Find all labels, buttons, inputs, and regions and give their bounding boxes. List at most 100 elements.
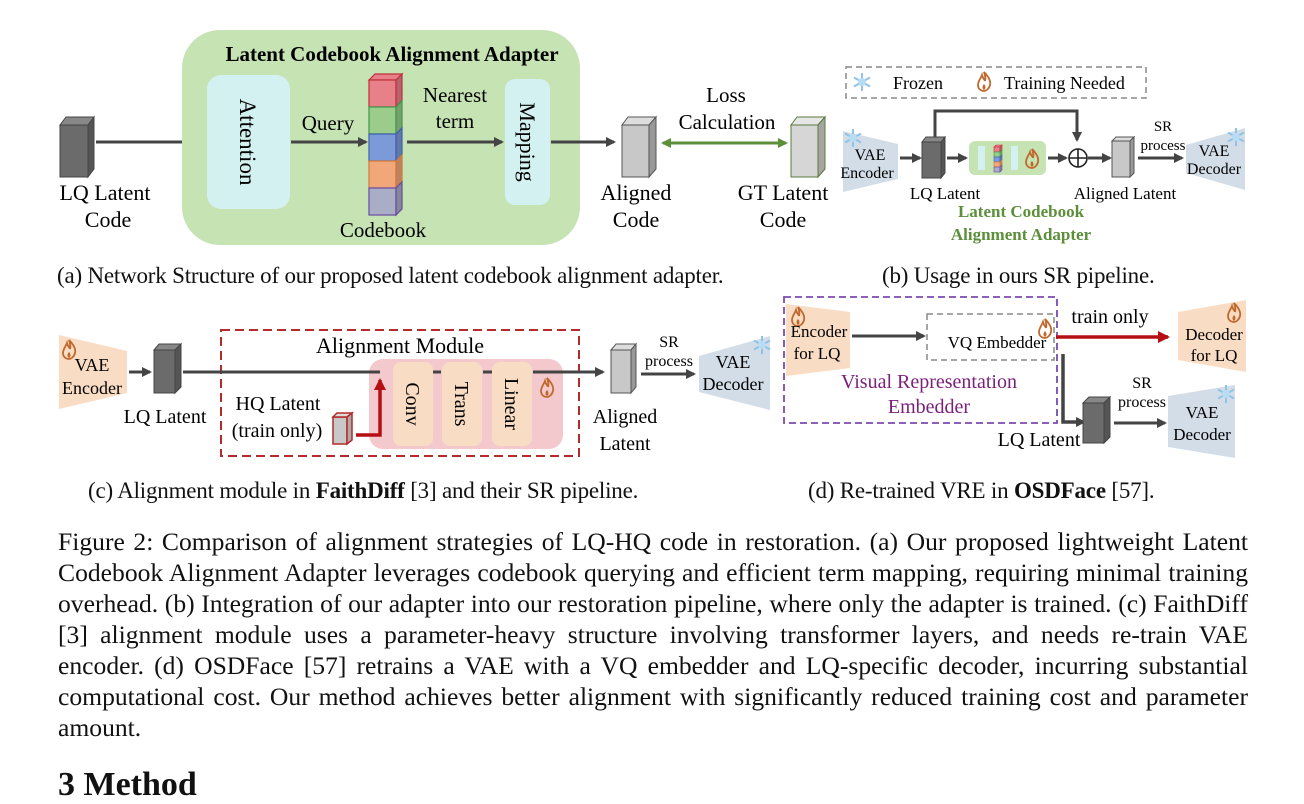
hq-injection-arrow bbox=[356, 378, 386, 437]
layer-linear bbox=[492, 362, 532, 446]
lq-latent-label-1: LQ Latent bbox=[59, 180, 150, 205]
codebook-entry bbox=[993, 161, 1001, 168]
caption-c-bold: FaithDiff bbox=[315, 478, 405, 503]
lq-latent-label: LQ Latent bbox=[910, 184, 981, 203]
vae-decoder-shape bbox=[1186, 128, 1245, 190]
sr-process-label-1: SR bbox=[1154, 119, 1172, 135]
adapter-title: Latent Codebook Alignment Adapter bbox=[225, 42, 558, 66]
vq-embedder-box bbox=[926, 313, 1055, 361]
lq-latent-cube bbox=[920, 135, 947, 180]
decoder-lq-label-2: for LQ bbox=[1191, 346, 1238, 365]
attention-label: Attention bbox=[235, 99, 260, 186]
hq-latent-label-2: (train only) bbox=[232, 420, 323, 442]
vae-decoder-label-1: VAE bbox=[716, 352, 751, 372]
sr-process-label-2: process bbox=[1141, 138, 1186, 154]
codebook-stack bbox=[367, 72, 404, 217]
hq-latent-label-1: HQ Latent bbox=[236, 393, 321, 415]
vae-decoder-label-2: Decoder bbox=[703, 374, 764, 394]
codebook-entry bbox=[368, 106, 397, 135]
nearest-term-label-1: Nearest bbox=[423, 83, 487, 107]
mapping-block bbox=[505, 79, 550, 205]
legend-box bbox=[845, 66, 1147, 99]
vre-label-1: Visual Representation bbox=[841, 371, 1017, 393]
codebook-label: Codebook bbox=[340, 218, 427, 242]
lq-latent-label-2: Code bbox=[85, 207, 131, 232]
adapter-label-2: Alignment Adapter bbox=[951, 225, 1092, 244]
panel-c: VAE Encoder LQ Latent Alignment Module C… bbox=[59, 329, 771, 457]
caption-b-text: (b) Usage in ours SR pipeline. bbox=[882, 263, 1155, 288]
caption-c-suffix: [3] and their SR pipeline. bbox=[404, 478, 639, 503]
mini-codebook bbox=[993, 144, 1003, 173]
aligned-latent-label-1: Aligned bbox=[593, 406, 657, 428]
adapter-label-1: Latent Codebook bbox=[958, 202, 1085, 221]
caption-a: (a) Network Structure of our proposed la… bbox=[57, 263, 724, 289]
sr-process-label-2: process bbox=[1118, 394, 1166, 411]
loss-label-2: Calculation bbox=[679, 110, 776, 134]
aligned-code-label-1: Aligned bbox=[601, 180, 672, 205]
attention-block bbox=[207, 75, 290, 209]
sum-icon bbox=[1068, 148, 1088, 168]
vae-decoder-label-2: Decoder bbox=[1173, 425, 1231, 444]
query-label: Query bbox=[302, 111, 355, 135]
caption-c: (c) Alignment module in FaithDiff [3] an… bbox=[88, 478, 638, 504]
panel-d: Encoder for LQ VQ Embedder Visual Repres… bbox=[783, 296, 1246, 458]
gt-latent-label-2: Code bbox=[760, 207, 806, 232]
caption-c-prefix: (c) Alignment module in bbox=[88, 478, 316, 503]
codebook-entry bbox=[368, 187, 397, 216]
encoder-lq-label-2: for LQ bbox=[794, 344, 841, 363]
sr-process-label-2: process bbox=[645, 353, 693, 370]
vae-encoder-label-2: Encoder bbox=[62, 378, 122, 398]
vae-decoder-label-1: VAE bbox=[1199, 143, 1230, 160]
encoder-lq-label-1: Encoder bbox=[791, 322, 848, 341]
lq-latent-cube bbox=[59, 115, 95, 179]
arrow-to-lq-latent bbox=[1061, 354, 1086, 427]
gt-latent-label-1: GT Latent bbox=[738, 180, 829, 205]
skip-connection bbox=[933, 109, 1082, 142]
caption-d: (d) Re-trained VRE in OSDFace [57]. bbox=[808, 478, 1155, 504]
nearest-term-label-2: term bbox=[436, 109, 474, 133]
caption-b: (b) Usage in ours SR pipeline. bbox=[882, 263, 1155, 289]
aligned-latent-cube bbox=[609, 342, 638, 395]
codebook-entry bbox=[993, 166, 1001, 173]
aligned-latent-label: Aligned Latent bbox=[1074, 184, 1177, 203]
layer-linear-label: Linear bbox=[500, 378, 522, 431]
figure-caption-text: Figure 2: Comparison of alignment strate… bbox=[58, 527, 1248, 742]
caption-a-text: (a) Network Structure of our proposed la… bbox=[57, 263, 724, 288]
vae-encoder-shape bbox=[59, 335, 127, 409]
caption-d-bold: OSDFace bbox=[1013, 478, 1106, 503]
decoder-lq-label-1: Decoder bbox=[1185, 325, 1243, 344]
legend-frozen: Frozen bbox=[893, 73, 943, 93]
sr-process-label-1: SR bbox=[1132, 375, 1152, 392]
vae-encoder-label-2: Encoder bbox=[840, 165, 894, 182]
caption-d-prefix: (d) Re-trained VRE in bbox=[808, 478, 1014, 503]
mapping-label: Mapping bbox=[515, 102, 540, 181]
codebook-entry bbox=[993, 146, 1001, 153]
vae-decoder-shape bbox=[699, 336, 770, 410]
vre-label-2: Embedder bbox=[888, 396, 971, 418]
lq-latent-cube bbox=[152, 342, 183, 395]
vae-encoder-label-1: VAE bbox=[75, 355, 110, 375]
codebook-entry bbox=[368, 133, 397, 162]
codebook-entry bbox=[368, 160, 397, 189]
figure-2-diagram: LQ Latent Code Latent Codebook Alignment… bbox=[59, 30, 1246, 458]
train-only-label: train only bbox=[1071, 306, 1148, 328]
caption-d-suffix: [57]. bbox=[1105, 478, 1155, 503]
lq-latent-cube bbox=[1081, 395, 1112, 445]
lq-latent-label: LQ Latent bbox=[124, 406, 207, 428]
flame-icon bbox=[977, 71, 992, 92]
panel-a: LQ Latent Code Latent Codebook Alignment… bbox=[59, 30, 828, 245]
vae-encoder-label-1: VAE bbox=[855, 147, 886, 164]
alignment-module-title: Alignment Module bbox=[316, 333, 484, 358]
layer-conv bbox=[393, 362, 433, 446]
mini-mapping bbox=[1011, 146, 1018, 170]
legend-training-needed: Training Needed bbox=[1004, 73, 1125, 93]
mini-attention bbox=[978, 146, 985, 170]
codebook-entry-side bbox=[395, 180, 403, 217]
encoder-lq-shape bbox=[786, 304, 850, 376]
panel-b: Frozen Training Needed VAE Encoder LQ La… bbox=[840, 66, 1245, 244]
lq-latent-label: LQ Latent bbox=[998, 429, 1081, 451]
codebook-entry-side bbox=[999, 164, 1003, 173]
codebook-entry bbox=[993, 151, 1001, 158]
layer-trans-label: Trans bbox=[450, 382, 472, 427]
alignment-module-box bbox=[220, 329, 580, 457]
